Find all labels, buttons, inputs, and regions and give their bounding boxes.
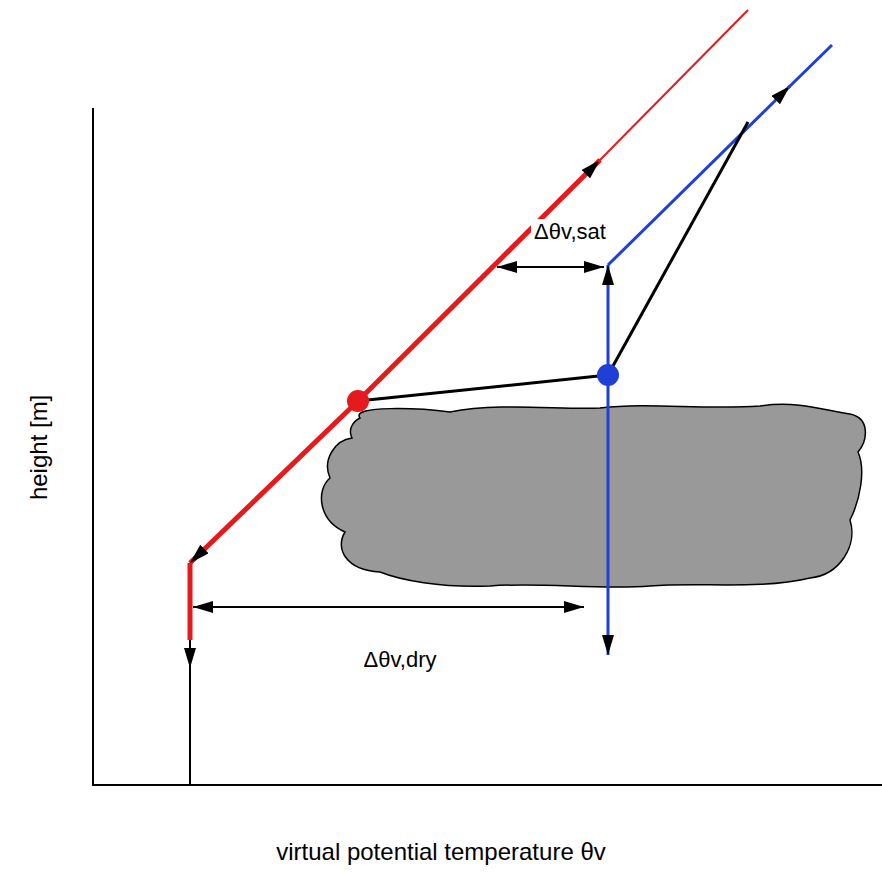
mixing-line <box>358 375 608 401</box>
cloud-top-dot <box>597 364 619 386</box>
dry-profile <box>188 563 193 640</box>
saturated-profile <box>608 86 790 265</box>
cloud-top-dot <box>347 390 369 412</box>
saturated-profile <box>607 265 610 375</box>
arrow <box>189 640 191 668</box>
mixing-line <box>608 122 748 375</box>
delta-arrow <box>497 266 604 268</box>
axes <box>93 108 882 785</box>
dry-profile <box>190 401 358 563</box>
saturated-profile <box>788 45 832 88</box>
delta-arrow <box>193 606 584 608</box>
cloud <box>321 404 865 587</box>
axis-title: virtual potential temperature θv <box>273 838 609 867</box>
axis-title: height [m] <box>26 391 55 502</box>
dry-profile <box>358 160 600 401</box>
delta-label: Δθv,sat <box>531 219 609 245</box>
delta-label: Δθv,dry <box>361 647 440 673</box>
dry-profile <box>598 10 748 162</box>
saturated-profile <box>607 375 610 655</box>
